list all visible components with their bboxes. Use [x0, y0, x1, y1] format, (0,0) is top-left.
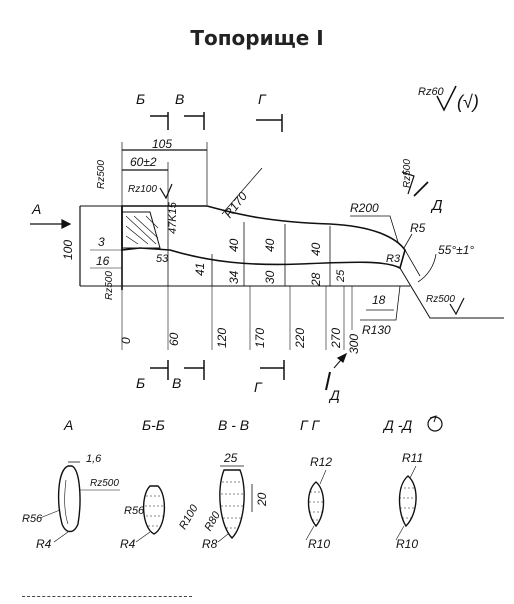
- svg-text:R130: R130: [362, 323, 391, 337]
- svg-text:120: 120: [215, 328, 229, 348]
- svg-text:40: 40: [263, 238, 277, 252]
- section-bb: Б-Б R56 R4 R100: [120, 417, 201, 551]
- svg-text:40: 40: [227, 238, 241, 252]
- svg-text:20: 20: [255, 492, 269, 507]
- svg-text:18: 18: [372, 293, 386, 307]
- svg-text:105: 105: [152, 137, 172, 151]
- svg-text:R5: R5: [410, 221, 426, 235]
- svg-text:R11: R11: [402, 451, 423, 465]
- svg-text:16: 16: [96, 254, 110, 268]
- svg-text:Г: Г: [258, 91, 267, 107]
- handle-profile: [80, 205, 504, 319]
- svg-text:R12: R12: [310, 455, 332, 469]
- section-gg: Г Г R12 R10: [300, 417, 332, 551]
- axis-ticks: 0 60 120 170 220 270 300: [119, 286, 361, 354]
- drawing-title: Топорище I: [190, 26, 324, 50]
- svg-text:270: 270: [329, 328, 343, 349]
- svg-text:R80: R80: [202, 509, 223, 533]
- svg-text:0: 0: [119, 337, 133, 344]
- svg-text:170: 170: [253, 328, 267, 348]
- svg-text:А: А: [31, 201, 41, 217]
- svg-text:Rz60: Rz60: [418, 86, 445, 98]
- svg-text:В: В: [172, 375, 181, 391]
- svg-text:25: 25: [223, 451, 238, 465]
- svg-text:Rz500: Rz500: [90, 478, 119, 489]
- svg-text:Г: Г: [254, 379, 263, 395]
- bottom-rule: [22, 596, 192, 597]
- section-a: А 1,6 Rz500 R56 R4: [22, 417, 120, 551]
- left-dimensions: 100 3 16 Rz500: [61, 206, 122, 300]
- svg-text:40: 40: [309, 242, 323, 256]
- svg-text:Б-Б: Б-Б: [142, 417, 165, 433]
- right-annotations: R170 R200 Rz500 Д R5 55°±1° R3 Rz500 18 …: [221, 159, 474, 337]
- svg-text:R4: R4: [120, 537, 136, 551]
- svg-text:300: 300: [347, 334, 361, 354]
- svg-text:R10: R10: [308, 537, 330, 551]
- svg-text:Rz100: Rz100: [128, 184, 157, 195]
- svg-text:Rz500: Rz500: [426, 294, 455, 305]
- top-dimensions: 105 60±2 Rz500 Rz100: [96, 137, 208, 210]
- svg-text:R3: R3: [386, 253, 401, 265]
- svg-text:Б: Б: [136, 91, 145, 107]
- svg-text:А: А: [63, 417, 73, 433]
- svg-text:R200: R200: [350, 201, 379, 215]
- svg-text:R100: R100: [177, 502, 201, 532]
- svg-text:Д: Д: [328, 387, 340, 403]
- svg-text:(√): (√): [457, 92, 479, 112]
- view-a-marker: А: [30, 201, 72, 229]
- svg-text:R56: R56: [22, 513, 43, 525]
- svg-text:41: 41: [193, 263, 207, 276]
- section-dd: Д -Д R11 R10: [382, 415, 443, 551]
- svg-text:Д: Д: [430, 197, 443, 214]
- svg-text:47K15: 47K15: [167, 201, 179, 234]
- roughness-symbol: Rz60 (√): [418, 85, 479, 112]
- section-markers-bottom: Б В Г Д: [136, 352, 348, 403]
- svg-text:Rz500: Rz500: [104, 271, 115, 300]
- svg-text:R56: R56: [124, 505, 145, 517]
- svg-text:60: 60: [167, 332, 181, 346]
- svg-text:30: 30: [263, 270, 277, 284]
- rotation-icon: [427, 416, 443, 432]
- svg-text:55°±1°: 55°±1°: [438, 243, 474, 257]
- height-dimensions: 53 47K15 41 40 34 40 30 40 28 25: [156, 201, 347, 287]
- svg-text:1,6: 1,6: [86, 453, 102, 465]
- svg-text:В: В: [175, 91, 184, 107]
- svg-text:Rz500: Rz500: [96, 160, 107, 189]
- svg-text:R4: R4: [36, 537, 52, 551]
- svg-text:Б: Б: [136, 375, 145, 391]
- section-markers-top: Б В Г: [136, 91, 283, 132]
- svg-text:3: 3: [98, 235, 105, 249]
- svg-text:220: 220: [293, 328, 307, 349]
- section-vv: В - В 25 20 R80 R8: [202, 417, 269, 551]
- svg-text:Д -Д: Д -Д: [382, 417, 412, 433]
- svg-text:25: 25: [335, 269, 347, 283]
- svg-text:R10: R10: [396, 537, 418, 551]
- svg-text:В - В: В - В: [218, 417, 249, 433]
- svg-text:60±2: 60±2: [130, 155, 157, 169]
- svg-text:R8: R8: [202, 537, 218, 551]
- svg-text:100: 100: [61, 240, 75, 260]
- svg-text:Г Г: Г Г: [300, 417, 321, 433]
- svg-text:34: 34: [227, 270, 241, 284]
- svg-text:28: 28: [309, 272, 323, 287]
- svg-text:53: 53: [156, 253, 169, 265]
